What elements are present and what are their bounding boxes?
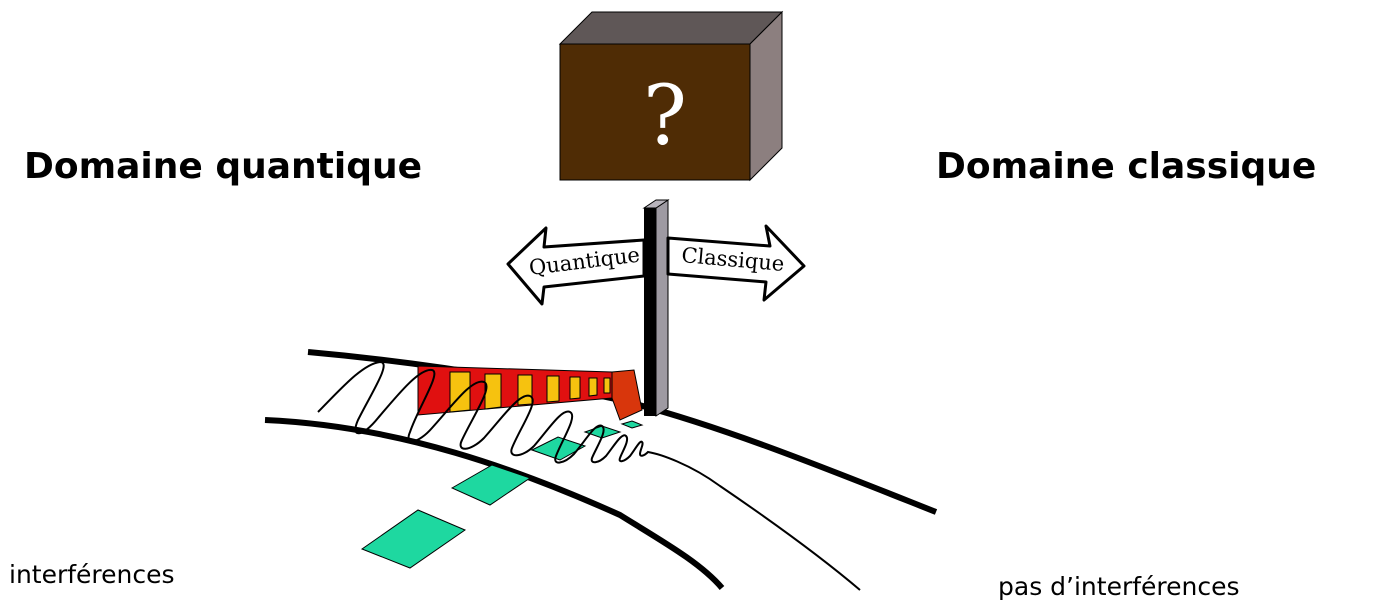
interference-patch	[450, 464, 532, 506]
wave-squiggle	[317, 360, 861, 591]
fringe-stripe	[449, 371, 471, 413]
pole-side	[655, 199, 669, 417]
classical-arrow-shape	[666, 224, 806, 302]
fringe-stripe	[569, 376, 581, 400]
interference-label: interférences	[9, 560, 175, 589]
no-interference-label: pas d’interférences	[998, 572, 1240, 601]
fringe-bar-body	[417, 365, 613, 416]
box-top	[558, 11, 784, 45]
classical-arrow-sign: Classique	[666, 224, 806, 302]
quantum-domain-title: Domaine quantique	[24, 146, 423, 187]
fringe-stripe	[484, 373, 502, 410]
box-front	[559, 43, 751, 181]
fringe-bar-end	[611, 369, 643, 421]
fringe-stripes	[449, 371, 611, 413]
fringe-stripe	[517, 374, 533, 406]
question-mark: ?	[643, 69, 687, 164]
quantum-arrow-sign: Quantique	[506, 226, 646, 306]
mystery-box: ?	[558, 10, 784, 182]
quantum-arrow-shape	[506, 226, 646, 306]
fringe-stripe	[603, 377, 611, 394]
fringe-stripe	[588, 377, 598, 397]
classical-domain-title: Domaine classique	[936, 146, 1317, 187]
fringe-stripe	[546, 375, 560, 403]
fringe-bar	[417, 365, 643, 421]
rail-lower	[264, 417, 725, 590]
signpost-pole	[642, 199, 670, 417]
pole-front	[644, 208, 656, 416]
interference-patch	[620, 420, 644, 429]
interference-patch	[360, 509, 467, 569]
